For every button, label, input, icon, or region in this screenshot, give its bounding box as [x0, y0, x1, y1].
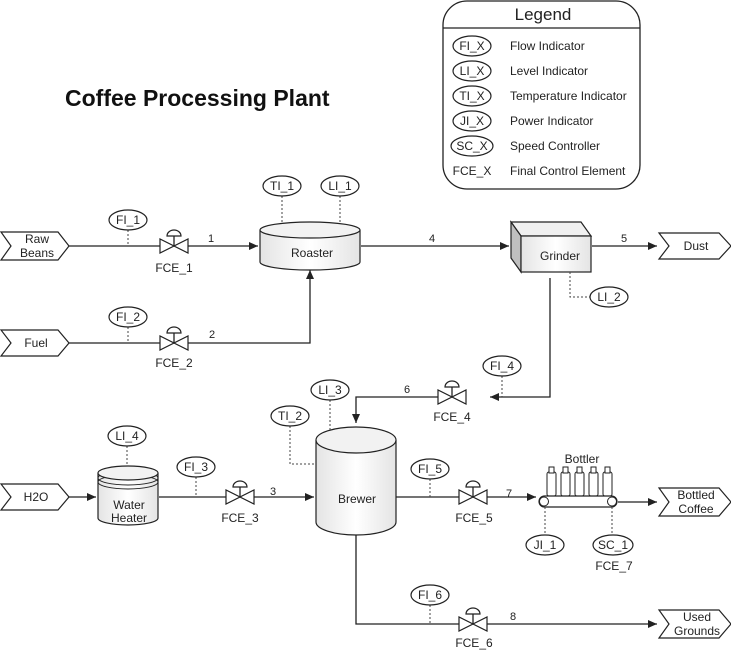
- svg-text:FI_2: FI_2: [116, 310, 140, 324]
- svg-text:LI_3: LI_3: [318, 383, 342, 397]
- legend-desc-ti: Temperature Indicator: [510, 89, 627, 103]
- instrument-fi-6[interactable]: FI_6: [410, 584, 450, 624]
- svg-text:LI_1: LI_1: [328, 179, 352, 193]
- svg-text:FI_5: FI_5: [418, 462, 442, 476]
- stream-label-8: 8: [510, 611, 516, 623]
- output-bottled-coffee: Bottled Coffee: [657, 487, 731, 517]
- fce-7-label: FCE_7: [595, 559, 633, 573]
- legend-desc-fi: Flow Indicator: [510, 39, 585, 53]
- svg-text:Used: Used: [683, 610, 711, 624]
- svg-text:Beans: Beans: [20, 246, 54, 260]
- svg-text:JI_1: JI_1: [534, 538, 557, 552]
- legend-symbol-ti: TI_X: [459, 89, 484, 103]
- output-used-grounds: Used Grounds: [657, 609, 731, 639]
- svg-text:FI_4: FI_4: [490, 359, 514, 373]
- valve-fce-4-label: FCE_4: [433, 410, 471, 424]
- grinder: Grinder: [509, 220, 593, 274]
- stream-label-2: 2: [209, 329, 215, 341]
- instrument-ti-2[interactable]: TI_2: [270, 405, 316, 465]
- bottler-label: Bottler: [565, 452, 600, 466]
- svg-text:TI_1: TI_1: [270, 179, 294, 193]
- valve-fce-3-label: FCE_3: [221, 511, 259, 525]
- legend-title: Legend: [515, 5, 572, 24]
- svg-text:FI_3: FI_3: [184, 460, 208, 474]
- instrument-ti-1[interactable]: TI_1: [262, 175, 302, 224]
- water-heater-label-1: Water: [113, 498, 145, 512]
- stream-label-7: 7: [506, 488, 512, 500]
- instrument-fi-2[interactable]: FI_2: [108, 306, 148, 343]
- brewer: Brewer: [315, 426, 397, 536]
- svg-text:FI_1: FI_1: [116, 213, 140, 227]
- svg-text:TI_2: TI_2: [278, 409, 302, 423]
- input-raw-beans: Raw Beans: [0, 231, 70, 261]
- instrument-li-1[interactable]: LI_1: [320, 175, 360, 224]
- instrument-li-4[interactable]: LI_4: [107, 425, 147, 466]
- svg-text:FI_6: FI_6: [418, 588, 442, 602]
- instrument-li-2[interactable]: LI_2: [569, 272, 629, 308]
- svg-text:H2O: H2O: [24, 490, 49, 504]
- valve-fce-1[interactable]: FCE_1: [155, 229, 193, 275]
- input-h2o: H2O: [0, 483, 70, 511]
- legend-symbol-fce: FCE_X: [453, 164, 492, 178]
- legend-desc-li: Level Indicator: [510, 64, 588, 78]
- svg-text:Fuel: Fuel: [24, 336, 47, 350]
- svg-text:Grounds: Grounds: [674, 624, 720, 638]
- valve-fce-6[interactable]: FCE_6: [455, 607, 493, 650]
- stream-labels: 1 2 3 4 5 6 7 8: [208, 233, 627, 623]
- legend: Legend FI_X Flow Indicator LI_X Level In…: [442, 0, 641, 190]
- valve-fce-2[interactable]: FCE_2: [155, 326, 193, 370]
- roaster-label: Roaster: [291, 246, 333, 260]
- instrument-fi-4[interactable]: FI_4: [482, 355, 522, 397]
- legend-desc-fce: Final Control Element: [510, 164, 626, 178]
- svg-text:Dust: Dust: [684, 239, 709, 253]
- instrument-li-3[interactable]: LI_3: [310, 379, 350, 431]
- legend-desc-sc: Speed Controller: [510, 139, 600, 153]
- valve-fce-4[interactable]: FCE_4: [433, 380, 471, 424]
- valve-fce-3[interactable]: FCE_3: [221, 480, 259, 525]
- bottler: Bottler: [538, 452, 618, 508]
- water-heater: Water Heater: [97, 465, 159, 526]
- stream-label-1: 1: [208, 233, 214, 245]
- brewer-label: Brewer: [338, 492, 376, 506]
- stream-label-5: 5: [621, 233, 627, 245]
- svg-text:LI_2: LI_2: [597, 290, 621, 304]
- stream-label-4: 4: [429, 233, 435, 245]
- stream-label-3: 3: [270, 486, 276, 498]
- instrument-sc-1[interactable]: SC_1: [592, 507, 634, 556]
- water-heater-label-2: Heater: [111, 511, 147, 525]
- valve-fce-5-label: FCE_5: [455, 511, 493, 525]
- legend-symbol-fi: FI_X: [459, 39, 484, 53]
- output-dust: Dust: [657, 232, 731, 260]
- legend-symbol-ji: JI_X: [460, 114, 484, 128]
- instrument-ji-1[interactable]: JI_1: [525, 507, 565, 556]
- legend-symbol-sc: SC_X: [456, 139, 487, 153]
- valve-fce-2-label: FCE_2: [155, 356, 193, 370]
- instrument-fi-5[interactable]: FI_5: [410, 458, 450, 497]
- svg-text:LI_4: LI_4: [115, 429, 139, 443]
- svg-text:SC_1: SC_1: [598, 538, 628, 552]
- svg-text:Raw: Raw: [25, 232, 49, 246]
- svg-text:Coffee: Coffee: [678, 502, 713, 516]
- conveyor-belt: [538, 495, 618, 508]
- valve-fce-6-label: FCE_6: [455, 636, 493, 650]
- bottle-row: [546, 466, 613, 497]
- svg-text:Bottled: Bottled: [677, 488, 714, 502]
- roaster: Roaster: [259, 221, 361, 271]
- input-fuel: Fuel: [0, 329, 70, 357]
- valve-fce-1-label: FCE_1: [155, 261, 193, 275]
- instrument-fi-3[interactable]: FI_3: [176, 456, 216, 497]
- legend-desc-ji: Power Indicator: [510, 114, 593, 128]
- grinder-label: Grinder: [540, 249, 580, 263]
- instrument-fi-1[interactable]: FI_1: [108, 209, 148, 246]
- valve-fce-5[interactable]: FCE_5: [455, 480, 493, 525]
- stream-label-6: 6: [404, 384, 410, 396]
- process-lines: [69, 242, 657, 628]
- legend-symbol-li: LI_X: [460, 64, 485, 78]
- page-title: Coffee Processing Plant: [65, 85, 330, 111]
